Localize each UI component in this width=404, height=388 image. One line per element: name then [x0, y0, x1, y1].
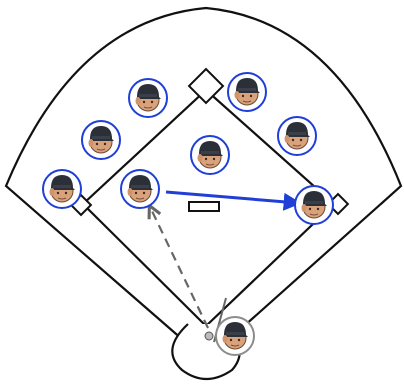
- player-first-baseman: [294, 185, 334, 225]
- players-layer: [42, 72, 334, 356]
- player-pitcher: [120, 169, 160, 209]
- player-shortstop-deep: [81, 120, 121, 160]
- player-left-fielder: [42, 169, 82, 209]
- pitchers-mound-plate: [188, 201, 220, 212]
- throw-arrow: [165, 190, 302, 211]
- player-center-fielder: [128, 78, 168, 118]
- player-third-baseman: [277, 116, 317, 156]
- player-batter-runner: [215, 316, 255, 356]
- home-plate: [204, 331, 214, 341]
- second-base: [187, 67, 225, 105]
- player-second-baseman: [190, 135, 230, 175]
- runner-path: [152, 211, 209, 329]
- player-right-fielder: [227, 72, 267, 112]
